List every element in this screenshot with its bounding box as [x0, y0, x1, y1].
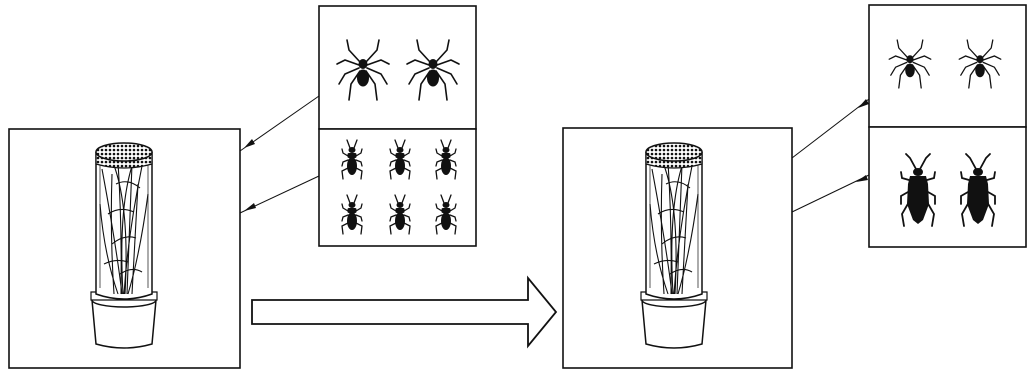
mesh-cage-with-grass-icon [91, 143, 157, 348]
pointer-line-spiders-final [792, 99, 869, 158]
pointer-line-adults-final [792, 175, 869, 212]
organism-panel-initial [319, 6, 476, 246]
stage-final [563, 5, 1026, 368]
adult-box-final [869, 127, 1026, 247]
arrowhead-icon [856, 175, 868, 182]
organism-panel-final [869, 5, 1026, 247]
arrowhead-icon [244, 139, 255, 148]
transition-arrow-icon [252, 278, 556, 346]
mesh-cage-with-grass-icon [641, 143, 707, 348]
arrowhead-icon [244, 203, 256, 211]
spider-box-initial [319, 6, 476, 129]
spider-box-final [869, 5, 1026, 127]
